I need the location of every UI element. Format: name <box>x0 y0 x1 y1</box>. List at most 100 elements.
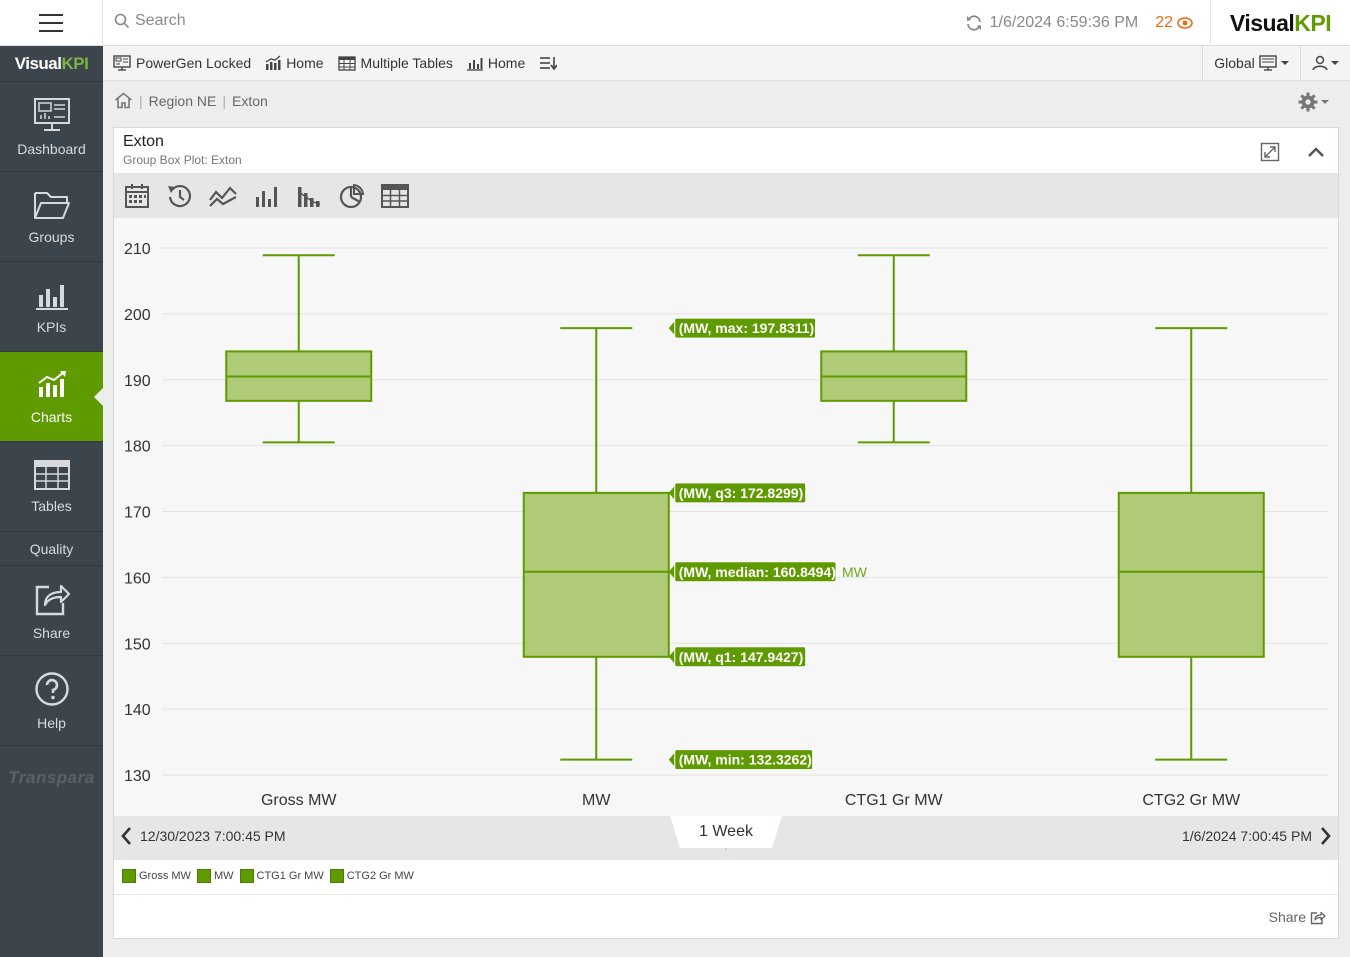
legend-item[interactable]: Gross MW <box>122 869 191 883</box>
settings-menu[interactable] <box>1298 92 1329 112</box>
home-icon[interactable] <box>114 92 133 109</box>
tab-history[interactable] <box>165 182 194 211</box>
y-tick-label: 170 <box>124 505 151 522</box>
caret-down-icon <box>1331 61 1339 65</box>
share-icon <box>35 584 70 615</box>
breadcrumb: | Region NE | Exton <box>114 92 268 109</box>
tab-trend[interactable] <box>208 182 237 211</box>
sidebar-item-dashboard[interactable]: Dashboard <box>0 82 103 172</box>
caret-down-icon <box>1280 61 1289 65</box>
chevron-left-icon <box>121 827 131 845</box>
share-button[interactable]: Share <box>1269 909 1326 925</box>
legend-item[interactable]: CTG2 Gr MW <box>329 869 414 883</box>
kpi-chart-icon <box>265 55 281 70</box>
tooltip-label: (MW, q3: 172.8299) <box>679 485 804 501</box>
sidebar-item-quality[interactable]: Quality <box>0 532 103 566</box>
range-duration[interactable]: 1 Week <box>699 823 753 840</box>
dashboard-icon <box>113 55 131 71</box>
menu-button[interactable] <box>0 0 103 46</box>
collapse-button[interactable] <box>1306 142 1326 167</box>
y-tick-label: 130 <box>124 768 151 785</box>
panel-subtitle: Group Box Plot: Exton <box>123 153 242 167</box>
tooltip-box <box>674 646 807 668</box>
link-powergen-locked[interactable]: PowerGen Locked <box>113 55 251 71</box>
y-tick-label: 140 <box>124 702 151 719</box>
chart-type-tabs <box>114 174 1338 218</box>
sidebar-item-help[interactable]: Help <box>0 656 103 746</box>
legend-swatch <box>196 869 211 883</box>
link-home-kpi[interactable]: Home <box>265 55 324 71</box>
alert-count: 22 <box>1155 14 1173 31</box>
sidebar-item-groups[interactable]: Groups <box>0 172 103 262</box>
y-tick-label: 190 <box>124 373 151 390</box>
legend-item[interactable]: MW <box>196 869 234 883</box>
dashboard-icon <box>1259 55 1277 71</box>
tooltip-unit: MW <box>842 564 868 580</box>
link-home-bar[interactable]: Home <box>466 55 525 71</box>
pie-chart-icon <box>339 183 364 209</box>
sidebar-item-tables[interactable]: Tables <box>0 442 103 532</box>
alerts-indicator[interactable]: 22 <box>1155 14 1193 32</box>
sidebar-item-kpis[interactable]: KPIs <box>0 262 103 352</box>
x-category-label: MW <box>582 792 611 809</box>
tooltip-pointer <box>668 649 675 664</box>
chart-legend: Gross MW MW CTG1 Gr MW CTG2 Gr MW <box>122 869 416 883</box>
sort-links-button[interactable] <box>539 55 558 71</box>
tab-pie[interactable] <box>337 182 366 211</box>
sidebar-item-share[interactable]: Share <box>0 566 103 656</box>
calendar-icon <box>124 184 149 208</box>
link-multiple-tables[interactable]: Multiple Tables <box>337 55 453 71</box>
refresh-icon <box>966 15 981 31</box>
next-range[interactable]: 1/6/2024 7:00:45 PM <box>1182 826 1332 846</box>
tooltip-pointer <box>668 564 675 579</box>
tooltip-box <box>674 317 817 339</box>
search-input[interactable] <box>135 12 435 30</box>
tooltip-label: (MW, q1: 147.9427) <box>679 649 804 665</box>
tooltip-label: (MW, max: 197.8311) <box>679 320 814 336</box>
user-icon <box>1312 55 1328 71</box>
tooltip-box <box>674 749 814 771</box>
bar-chart-icon <box>35 284 68 310</box>
tooltip-pointer <box>668 321 675 336</box>
y-tick-label: 180 <box>124 439 151 456</box>
chevron-up-icon <box>1308 147 1324 157</box>
search-box[interactable] <box>114 12 435 30</box>
caret-down-icon <box>1321 100 1329 104</box>
folder-icon <box>33 191 70 219</box>
transpara-logo: Transpara <box>8 768 95 787</box>
sidebar-item-charts[interactable]: Charts <box>0 352 103 442</box>
quick-links-toolbar: PowerGen Locked Home Multiple Tables Hom… <box>103 46 1350 81</box>
breadcrumb-current[interactable]: Exton <box>231 92 268 109</box>
global-dashboard-menu[interactable]: Global <box>1202 46 1300 80</box>
refresh-status[interactable]: 1/6/2024 6:59:36 PM <box>965 14 1138 32</box>
tab-calendar[interactable] <box>122 182 151 211</box>
gear-icon <box>1298 92 1318 112</box>
y-tick-label: 210 <box>124 241 151 258</box>
range-end: 1/6/2024 7:00:45 PM <box>1182 828 1312 844</box>
help-icon <box>34 671 69 706</box>
tab-table[interactable] <box>380 182 409 211</box>
x-category-label: CTG1 Gr MW <box>845 792 944 809</box>
chart-panel: Exton Group Box Plot: Exton <box>113 127 1339 939</box>
tooltip-box <box>674 561 837 583</box>
time-range-bar: 12/30/2023 7:00:45 PM 1 Week 1/6/2024 7:… <box>114 816 1338 860</box>
tab-combo[interactable] <box>294 182 323 211</box>
user-menu[interactable] <box>1300 46 1350 80</box>
y-tick-label: 200 <box>124 307 151 324</box>
x-category-label: CTG2 Gr MW <box>1142 792 1241 809</box>
combo-chart-icon <box>297 187 320 207</box>
box-iqr <box>1117 491 1265 658</box>
table-icon <box>380 184 409 208</box>
share-icon <box>1310 911 1326 924</box>
table-icon <box>337 55 356 71</box>
tab-bar[interactable] <box>251 182 280 211</box>
previous-range[interactable]: 12/30/2023 7:00:45 PM <box>120 826 286 846</box>
breadcrumb-region[interactable]: Region NE <box>148 92 217 109</box>
table-icon <box>33 459 70 490</box>
bar-chart-icon <box>466 57 483 71</box>
expand-button[interactable] <box>1260 142 1280 167</box>
tooltip-box <box>674 482 807 504</box>
legend-item[interactable]: CTG1 Gr MW <box>239 869 324 883</box>
